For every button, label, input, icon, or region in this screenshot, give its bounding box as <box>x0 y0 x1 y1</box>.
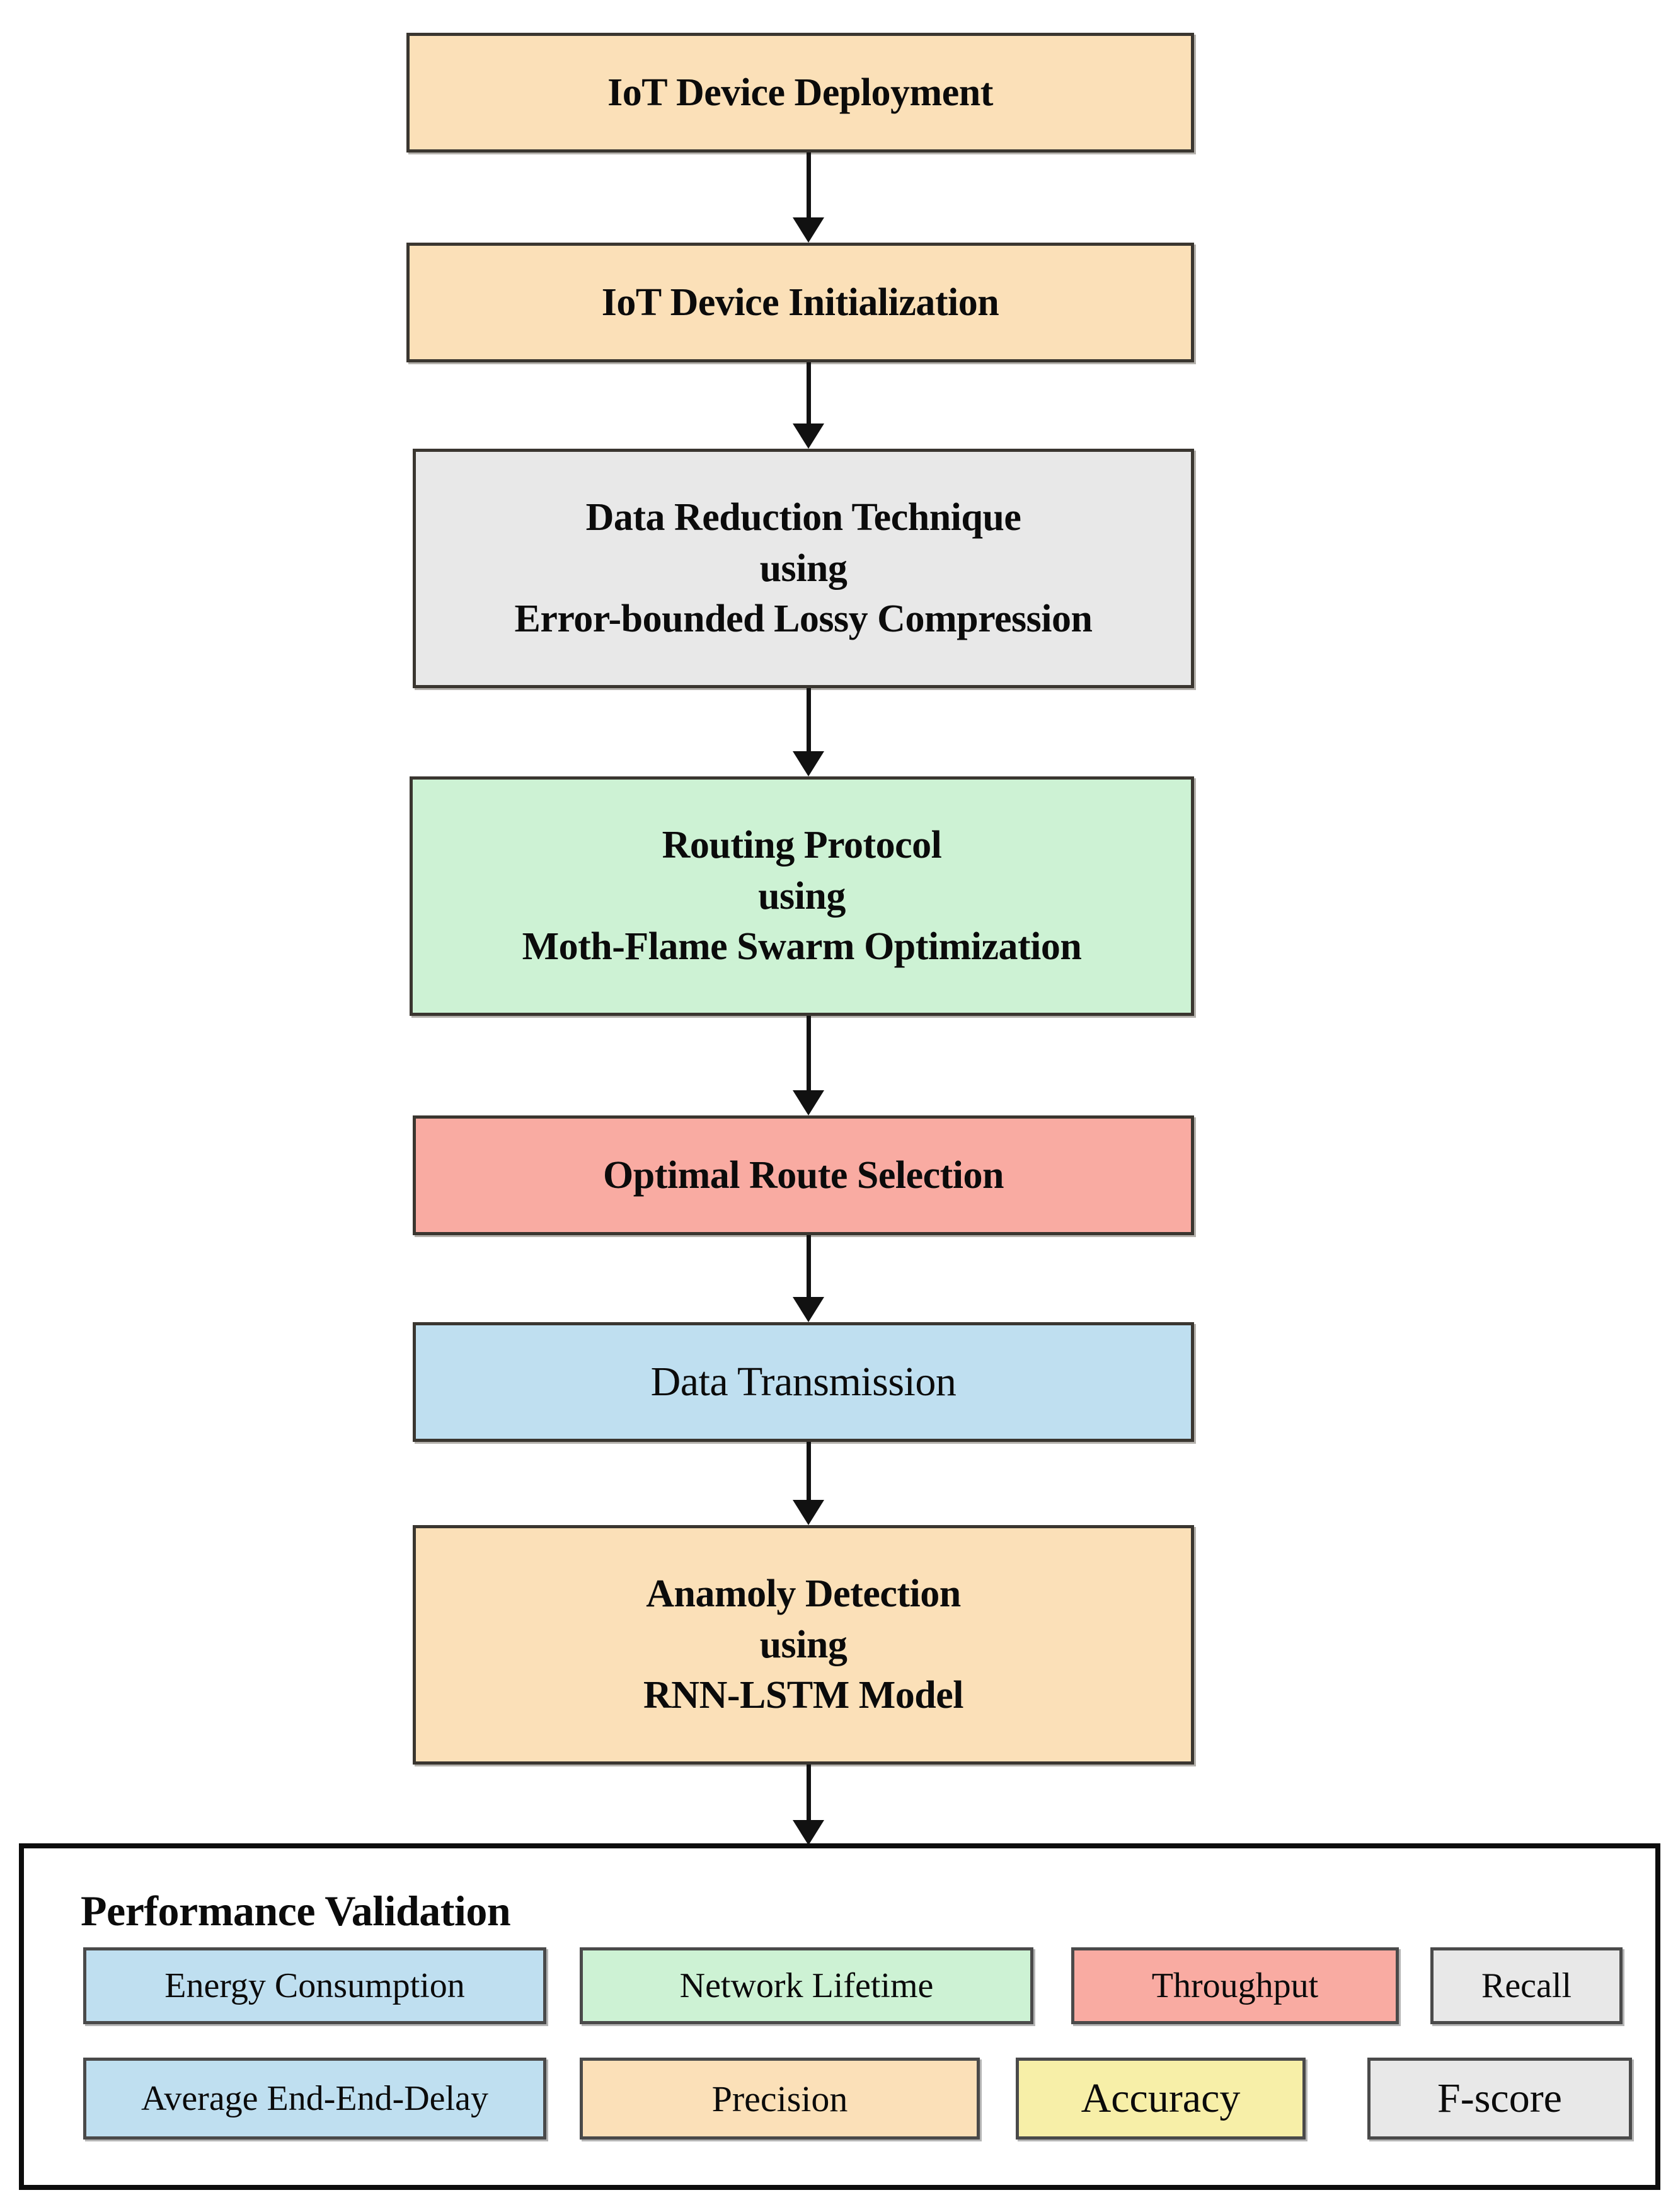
arrow-head-icon <box>793 1090 824 1115</box>
metric-throughput: Throughput <box>1071 1947 1399 2024</box>
flow-node-label: IoT Device Initialization <box>601 280 999 324</box>
metric-label: Average End-End-Delay <box>141 2079 488 2118</box>
metric-average-end-end-delay: Average End-End-Delay <box>83 2058 546 2140</box>
arrow-head-icon <box>793 217 824 243</box>
arrow-shaft <box>807 688 811 755</box>
flow-node-label: Routing Protocol <box>662 824 942 867</box>
flow-node-optimal-route-selection: Optimal Route Selection <box>413 1115 1194 1235</box>
flow-node-label: Optimal Route Selection <box>603 1153 1004 1197</box>
metric-label: Accuracy <box>1081 2075 1241 2121</box>
flow-node-label: IoT Device Deployment <box>607 71 993 114</box>
flow-node-label: Data Transmission <box>650 1359 957 1405</box>
arrow-head-icon <box>793 1820 824 1845</box>
metric-label: Throughput <box>1151 1966 1319 2005</box>
arrow-head-icon <box>793 1297 824 1322</box>
flow-node-label: using <box>759 1623 848 1666</box>
arrow-head-icon <box>793 751 824 776</box>
flow-node-iot-device-deployment: IoT Device Deployment <box>406 33 1194 153</box>
metric-precision: Precision <box>580 2058 980 2140</box>
flow-node-data-transmission: Data Transmission <box>413 1322 1194 1442</box>
metric-f-score: F-score <box>1367 2058 1632 2140</box>
flow-node-label: Error-bounded Lossy Compression <box>514 597 1093 641</box>
metric-label: F-score <box>1437 2075 1562 2121</box>
flow-node-iot-device-initialization: IoT Device Initialization <box>406 243 1194 362</box>
metric-recall: Recall <box>1430 1947 1623 2024</box>
arrow-shaft <box>807 1235 811 1301</box>
flow-node-label: Data Reduction Technique <box>585 496 1021 539</box>
performance-validation-title: Performance Validation <box>81 1887 511 1935</box>
flow-node-label: Anamoly Detection <box>646 1572 961 1616</box>
arrow-shaft <box>807 1442 811 1504</box>
metric-label: Precision <box>711 2078 848 2119</box>
arrow-shaft <box>807 1016 811 1094</box>
flow-node-label: using <box>758 874 846 918</box>
metric-label: Recall <box>1481 1966 1572 2005</box>
arrow-shaft <box>807 362 811 427</box>
metric-label: Energy Consumption <box>164 1966 465 2005</box>
arrow-shaft <box>807 153 811 221</box>
flow-node-label: Moth-Flame Swarm Optimization <box>522 925 1082 969</box>
metric-label: Network Lifetime <box>679 1966 934 2005</box>
flow-node-label: using <box>759 546 848 590</box>
arrow-shaft <box>807 1765 811 1824</box>
metric-network-lifetime: Network Lifetime <box>580 1947 1033 2024</box>
flow-node-label: RNN-LSTM Model <box>643 1674 963 1717</box>
metric-energy-consumption: Energy Consumption <box>83 1947 546 2024</box>
arrow-head-icon <box>793 1500 824 1525</box>
metric-accuracy: Accuracy <box>1016 2058 1306 2140</box>
arrow-head-icon <box>793 423 824 449</box>
